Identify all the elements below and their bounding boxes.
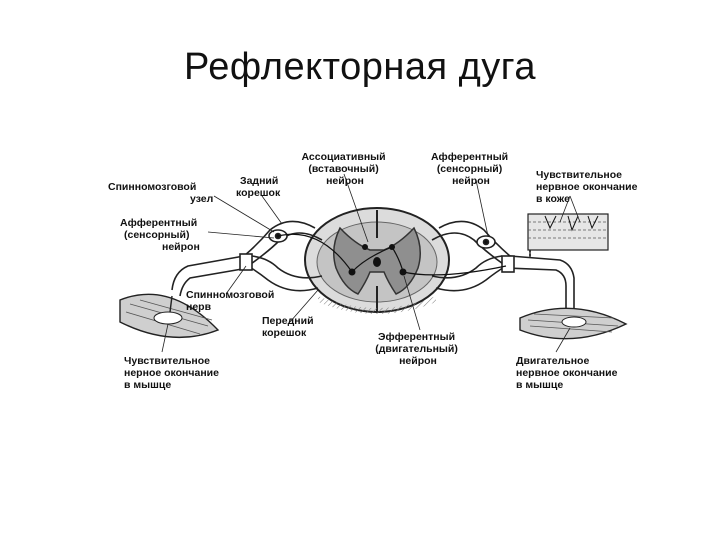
label-spinal-ganglion: Спинномозговой узел xyxy=(108,181,213,205)
central-canal xyxy=(373,257,381,267)
label-spinal-nerve: Спинномозговой нерв xyxy=(186,289,277,313)
label-afferent-neuron-left: Афферентный (сенсорный) нейрон xyxy=(120,217,200,253)
left-muscle xyxy=(119,293,220,338)
label-skin-receptor: Чувствительное нервное окончание в коже xyxy=(536,169,640,205)
right-muscle xyxy=(519,307,628,340)
label-association-neuron: Ассоциативный (вставочный) нейрон xyxy=(301,151,388,187)
leader-lines xyxy=(161,173,581,353)
label-muscle-sensory-ending: Чувствительное нерное окончание в мышце xyxy=(124,355,222,391)
label-efferent-neuron: Эфферентный (двигательный) нейрон xyxy=(375,331,461,367)
skin-receptor xyxy=(527,213,609,258)
label-afferent-neuron-top: Афферентный (сенсорный) нейрон xyxy=(431,151,511,187)
labels: Спинномозговой узел Задний корешок Ассоц… xyxy=(108,151,640,391)
label-anterior-root: Передний корешок xyxy=(262,315,316,339)
label-motor-ending: Двигательное нервное окончание в мышце xyxy=(516,355,620,391)
label-posterior-root: Задний корешок xyxy=(236,175,281,199)
left-nerve xyxy=(171,220,323,297)
neuron-pathways xyxy=(277,233,507,276)
right-nerve xyxy=(431,220,575,320)
slide-title: Рефлекторная дуга xyxy=(184,46,536,88)
spinal-cord-section xyxy=(304,207,450,314)
